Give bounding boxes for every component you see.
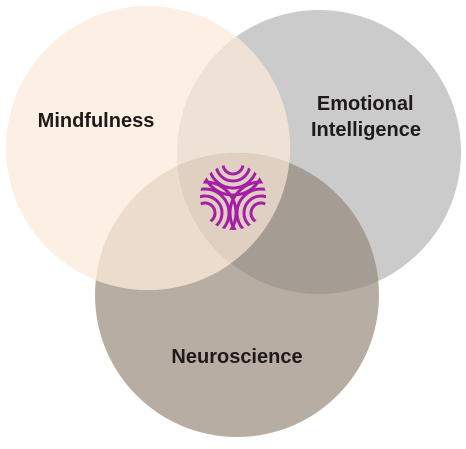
- overlap-mindfulness-neuroscience: [95, 153, 290, 290]
- overlap-emotional-neuroscience: [177, 153, 379, 294]
- swirl-logo-icon: [200, 164, 266, 230]
- label-mindfulness: Mindfulness: [38, 110, 155, 132]
- label-neuroscience: Neuroscience: [171, 346, 302, 368]
- label-emotional-intelligence: Emotional Intelligence: [311, 93, 421, 141]
